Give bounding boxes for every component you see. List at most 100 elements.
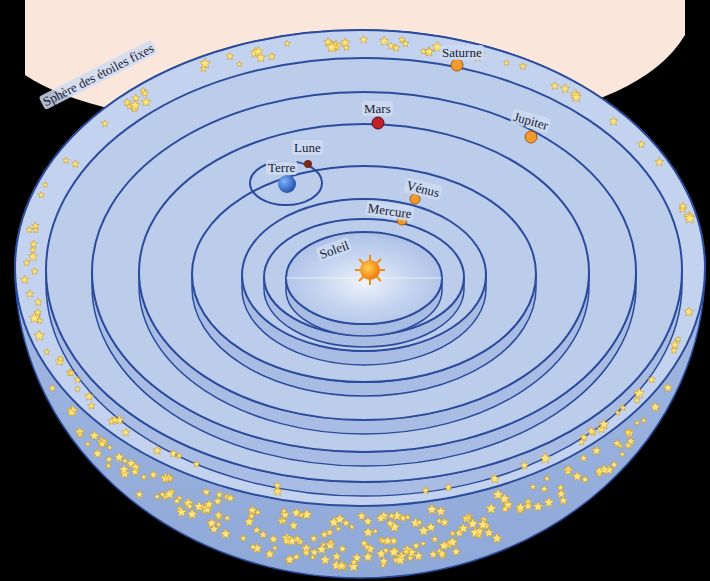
star-icon <box>240 535 247 542</box>
star-icon <box>164 473 173 482</box>
star-icon <box>679 202 687 209</box>
star-icon <box>135 490 143 498</box>
star-icon <box>533 501 544 511</box>
star-icon <box>465 515 471 521</box>
star-icon <box>30 247 36 253</box>
star-icon <box>413 551 423 561</box>
body-label: Saturne <box>440 45 484 60</box>
star-icon <box>214 511 222 519</box>
star-icon <box>650 402 660 412</box>
earth-planet <box>278 175 296 193</box>
star-icon <box>106 463 112 469</box>
sun-body <box>355 255 385 285</box>
star-icon <box>285 554 295 563</box>
star-icon <box>316 544 326 554</box>
star-icon <box>544 497 555 507</box>
star-icon <box>26 226 33 233</box>
mars-planet <box>372 117 384 129</box>
star-icon <box>187 509 198 519</box>
star-icon <box>571 92 582 102</box>
star-icon <box>444 483 452 491</box>
star-icon <box>615 410 621 416</box>
orbit-ring <box>139 124 589 420</box>
star-icon <box>274 482 282 489</box>
body-label: Terre <box>266 160 297 175</box>
star-icon <box>619 404 626 411</box>
star-icon <box>28 252 38 261</box>
star-icon <box>328 539 334 545</box>
star-icon <box>268 52 276 60</box>
star-icon <box>20 275 29 283</box>
star-icon <box>634 388 645 398</box>
star-icon <box>388 512 395 519</box>
star-icon <box>66 369 74 377</box>
star-icon <box>412 542 420 550</box>
star-icon <box>89 431 99 440</box>
star-icon <box>551 82 559 90</box>
star-icon <box>72 160 80 167</box>
star-icon <box>383 536 393 545</box>
star-icon <box>402 40 409 47</box>
star-icon <box>159 491 166 497</box>
star-icon <box>383 547 390 553</box>
star-icon <box>519 63 526 70</box>
star-icon <box>624 429 631 436</box>
star-icon <box>379 36 389 45</box>
star-icon <box>363 552 374 562</box>
star-icon <box>93 449 103 458</box>
star-icon <box>122 458 128 464</box>
star-icon <box>540 452 551 463</box>
star-icon <box>259 530 268 538</box>
orbit-ring <box>92 92 636 452</box>
star-icon <box>634 420 640 425</box>
star-icon <box>376 514 386 523</box>
star-icon <box>68 369 75 375</box>
star-icon <box>204 500 213 509</box>
star-icon <box>388 546 399 556</box>
star-icon <box>141 90 148 97</box>
star-icon <box>440 518 449 527</box>
star-icon <box>572 471 582 481</box>
star-icon <box>490 474 500 483</box>
star-icon <box>684 307 694 316</box>
star-icon <box>253 526 261 533</box>
star-icon <box>392 44 399 51</box>
star-icon <box>619 451 625 457</box>
star-icon <box>186 503 193 510</box>
star-icon <box>141 97 151 106</box>
star-icon <box>42 182 48 188</box>
star-icon <box>131 468 139 476</box>
star-icon <box>119 465 129 474</box>
star-icon <box>216 491 224 499</box>
star-icon <box>634 397 640 403</box>
star-icon <box>363 543 370 550</box>
star-icon <box>648 376 656 383</box>
star-icon <box>209 524 218 533</box>
star-icon <box>302 549 310 557</box>
body-label: Jupiter <box>510 108 552 133</box>
star-icon <box>167 475 173 481</box>
star-icon <box>420 541 426 547</box>
star-icon <box>675 336 681 342</box>
star-icon <box>458 523 468 533</box>
star-icon <box>34 298 42 306</box>
star-icon <box>310 534 318 542</box>
star-icon <box>256 53 266 62</box>
star-icon <box>269 535 278 544</box>
star-icon <box>67 405 78 416</box>
star-icon <box>67 408 75 416</box>
star-icon <box>26 290 34 298</box>
star-icon <box>207 518 217 528</box>
star-icon <box>641 417 647 423</box>
star-icon <box>221 529 231 539</box>
star-icon <box>63 157 69 163</box>
star-icon <box>492 533 503 543</box>
star-icon <box>281 518 287 524</box>
star-icon <box>431 536 438 543</box>
star-icon <box>422 487 430 494</box>
star-icon <box>501 505 509 512</box>
star-icon <box>379 557 388 566</box>
star-icon <box>429 550 438 559</box>
star-icon <box>627 437 635 445</box>
